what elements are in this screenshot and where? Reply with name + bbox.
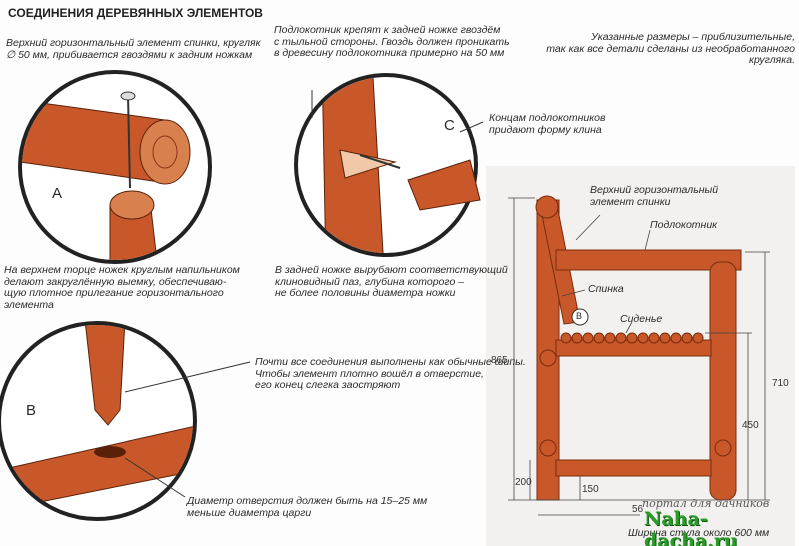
watermark-subtitle: портал для дачников <box>642 497 770 510</box>
dimension-lines <box>508 197 770 516</box>
note-notch: На верхнем торце ножек круглым напильник… <box>4 264 240 311</box>
note-hole: Диаметр отверстия должен быть на 15–25 м… <box>187 495 428 519</box>
note-dimensions: Указанные размеры – приблизительные, так… <box>546 31 795 66</box>
detail-c-illustration <box>294 73 484 257</box>
chair-label-armrest: Подлокотник <box>650 219 718 231</box>
chair-label-back: Спинка <box>588 283 624 295</box>
note-groove: В задней ножке вырубают соответствующий … <box>275 264 508 299</box>
label-b: B <box>26 402 37 419</box>
note-top-rail: Верхний горизонтальный элемент спинки, к… <box>6 37 261 61</box>
dim-depth: 56 <box>632 504 644 515</box>
seat-slats <box>560 332 704 344</box>
label-a: A <box>52 185 63 202</box>
detail-a-illustration <box>18 70 212 264</box>
dim-seat-height: 450 <box>742 420 759 431</box>
dim-total-height: 865 <box>491 355 508 366</box>
detail-b-illustration <box>0 321 251 521</box>
watermark-site: Naha-dacha.ru <box>644 508 738 546</box>
detail-b-marker <box>571 308 589 326</box>
note-armrest-nail: Подлокотник крепят к задней ножке гвоздё… <box>274 24 510 59</box>
note-wedge: Концам подлокотников придают форму клина <box>489 112 606 136</box>
dim-rail-front: 150 <box>582 484 599 495</box>
note-tenon: Почти все соединения выполнены как обычн… <box>255 356 526 391</box>
chair-width-note: Ширина стула около 600 мм <box>628 527 770 539</box>
dim-rail-back: 200 <box>515 477 532 488</box>
nail-icon <box>127 94 131 189</box>
chair-label-top-rail: Верхний горизонтальный элемент спинки <box>590 184 719 208</box>
chair-label-seat: Сиденье <box>620 313 663 325</box>
label-c: C <box>444 117 455 134</box>
label-b-marker: B <box>576 311 583 321</box>
dim-arm-height: 710 <box>772 378 789 389</box>
page-title: СОЕДИНЕНИЯ ДЕРЕВЯННЫХ ЭЛЕМЕНТОВ <box>8 6 263 20</box>
